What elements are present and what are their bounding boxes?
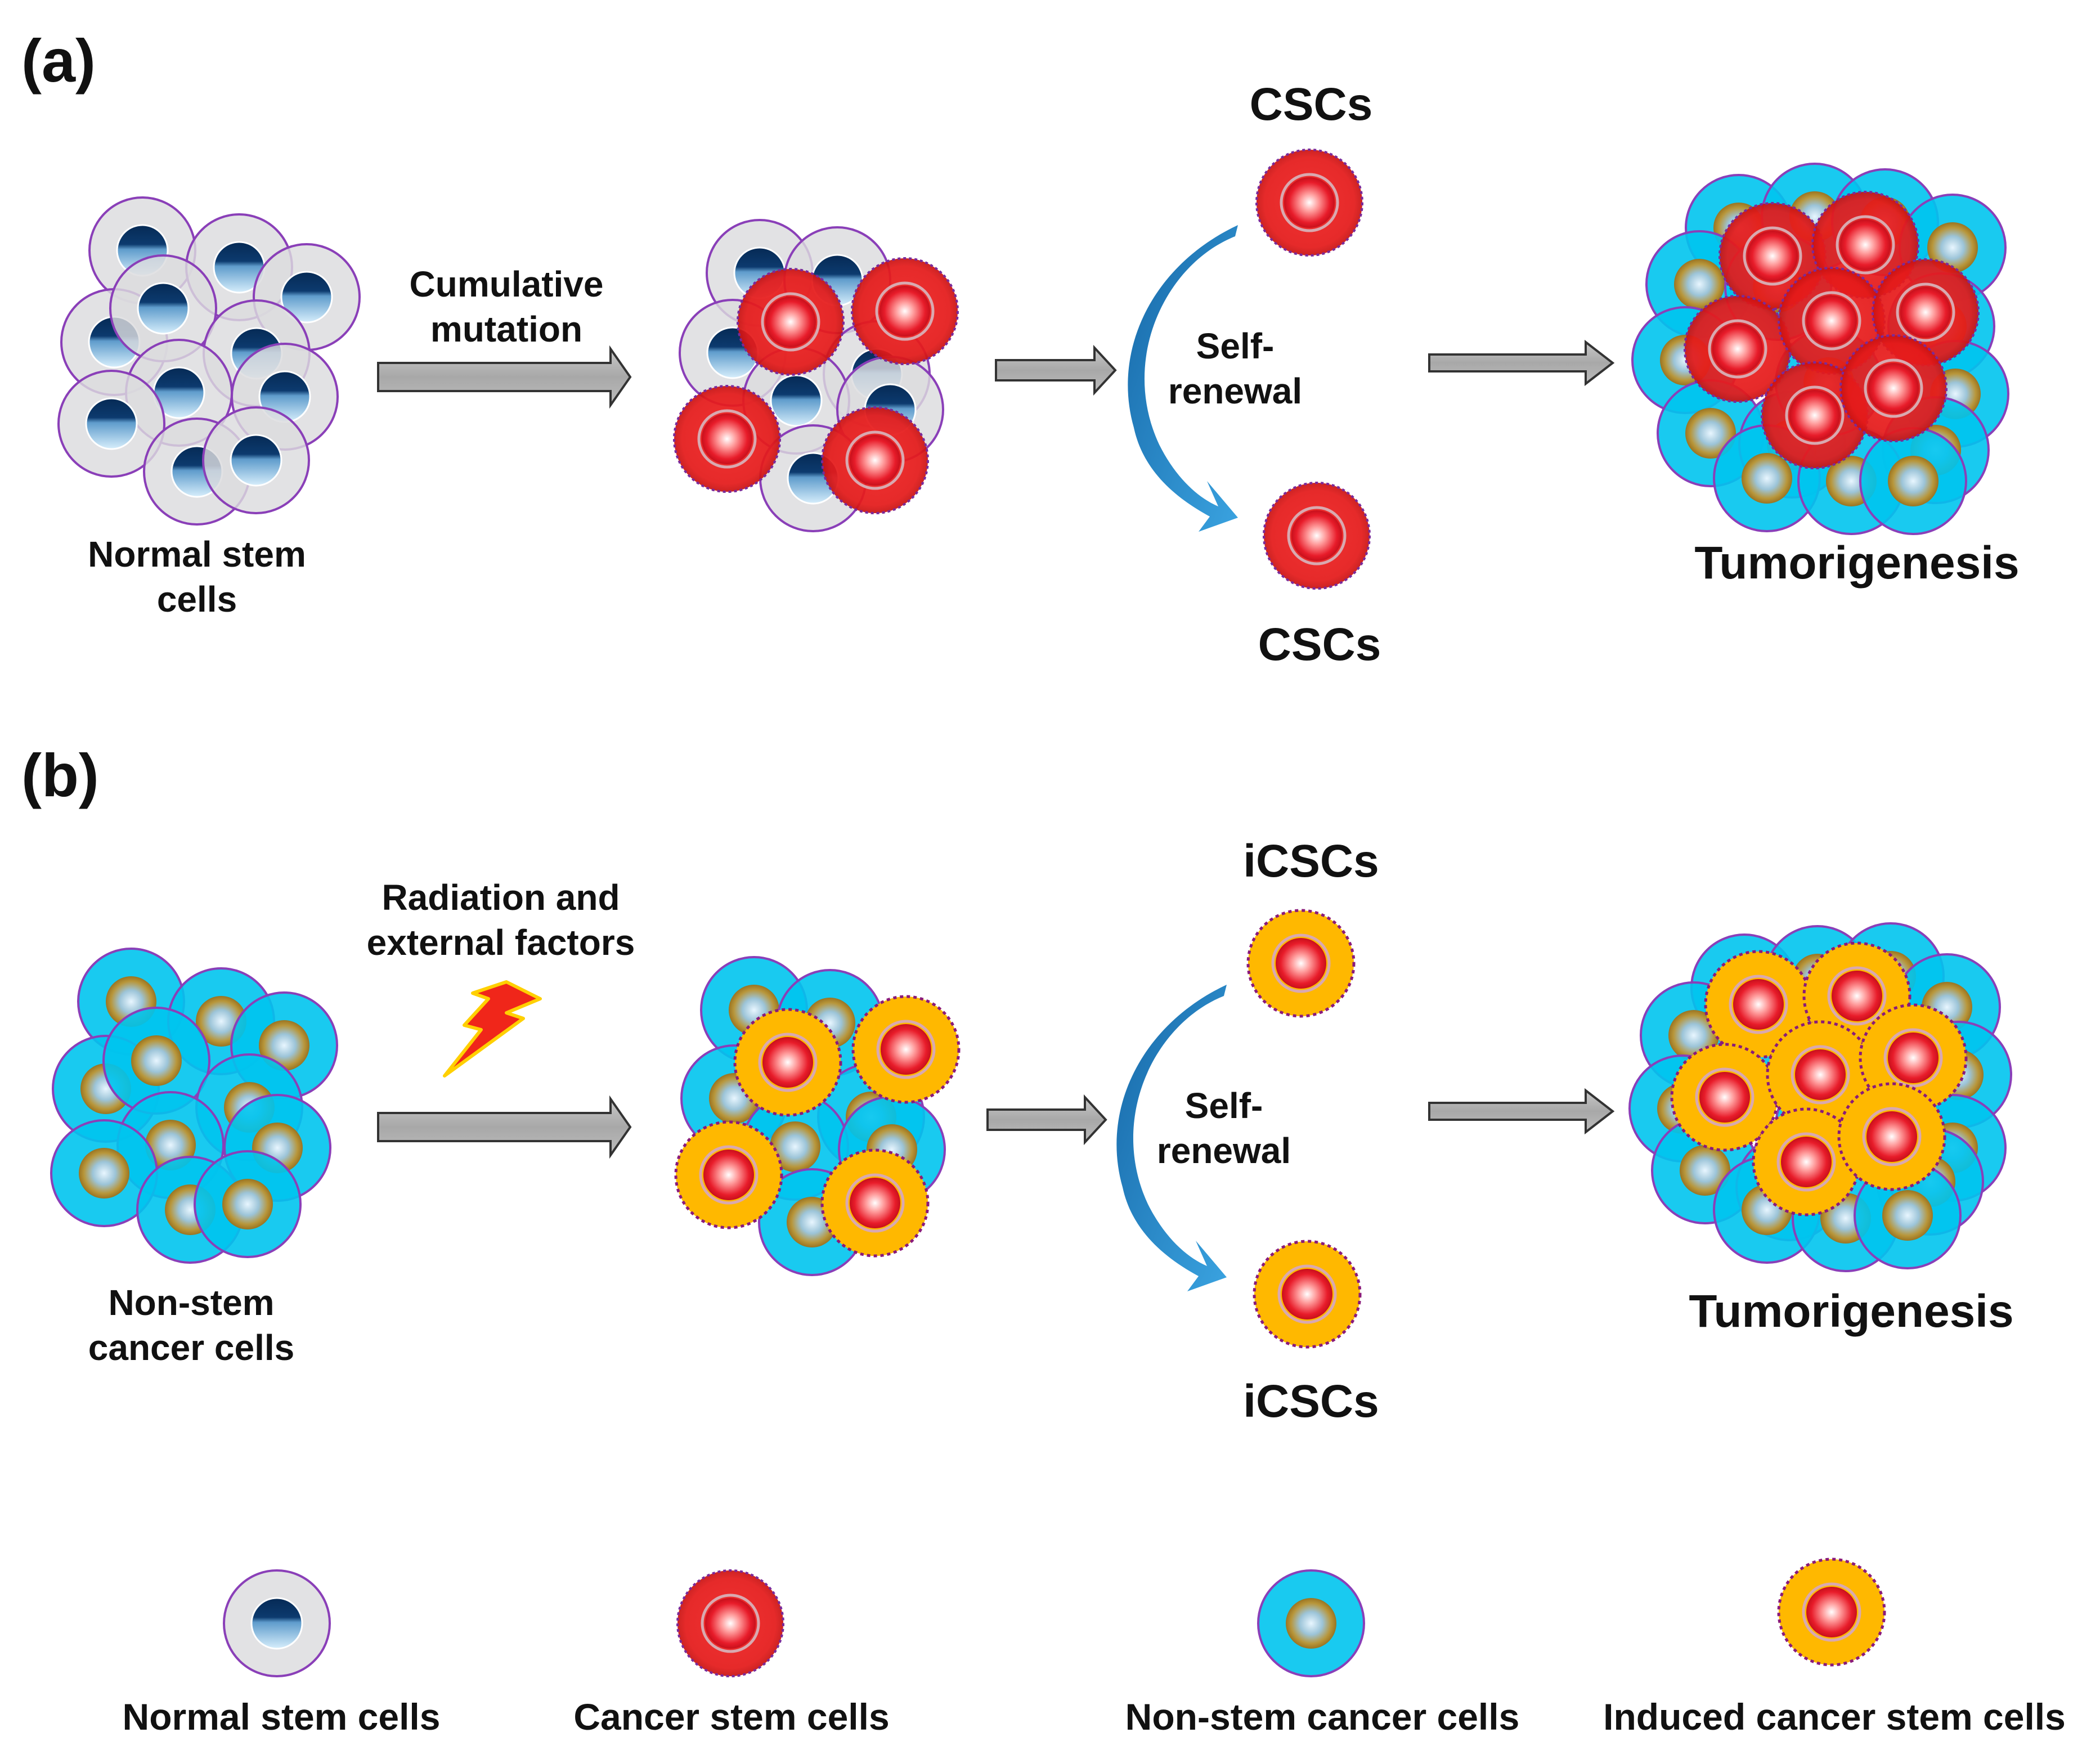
legend-label-non-stem-cancer-cells: Non-stem cancer cells [1125,1696,1520,1738]
panel-a-start-label: Normal stem cells [88,534,306,620]
panel-b-mixed-cluster [676,956,959,1276]
panel-a-arrow-1 [377,345,632,409]
panel-a-tumor-cluster [1631,163,2009,535]
panel-a-csc-top [1257,150,1362,255]
panel-b-bottom-cell-label: iCSCs [1243,1376,1379,1427]
panel-b-top-cell-label: iCSCs [1243,836,1379,887]
panel-a-csc-bottom [1264,483,1370,589]
panel-b-tumor-cluster [1628,922,2012,1272]
panel-a-arrow-label: Cumulative mutation [409,264,604,349]
panel-a-arrow-2 [995,344,1117,396]
panel-a-self-renewal-arrow [1128,225,1238,532]
panel-a-result-label: Tumorigenesis [1694,537,2020,589]
legend-label-normal-stem-cells: Normal stem cells [122,1696,441,1738]
panel-b-icsc-bottom [1254,1241,1360,1347]
legend-label-cancer-stem-cells: Cancer stem cells [573,1696,890,1738]
panel-b-tag: (b) [21,741,99,809]
panel-a-top-cell-label: CSCs [1249,79,1373,130]
non-stem-cancer-cell-icon [1257,1569,1365,1677]
normal-stem-cell-icon [223,1569,331,1677]
legend-label-induced-cancer-stem-cells: Induced cancer stem cells [1603,1696,2066,1738]
panel-b-start-label: Non-stem cancer cells [88,1282,295,1368]
cancer-stem-cell-icon [677,1570,783,1676]
panel-a-tag: (a) [21,26,96,95]
induced-cancer-stem-cell-icon [1779,1559,1884,1665]
panel-b-self-renewal-arrow [1116,985,1227,1291]
panel-b-arrow-1 [377,1095,632,1159]
panel-b-arrow-2 [986,1094,1107,1146]
panel-a-mixed-cluster [674,219,958,532]
panel-a-self-renewal-label: Self- renewal [1168,326,1303,411]
panel-b-arrow-label: Radiation and external factors [366,877,635,963]
panel-b-arrow-3 [1428,1088,1615,1135]
panel-b-non-stem-cluster [50,948,338,1264]
panel-a-arrow-3 [1428,339,1615,387]
panel-a-normal-cluster [57,196,361,526]
panel-b-icsc-top [1248,910,1354,1016]
panel-b-result-label: Tumorigenesis [1689,1286,2014,1337]
panel-b-lightning-bolt-icon [443,980,542,1078]
panel-a-bottom-cell-label: CSCs [1258,619,1381,670]
panel-b-self-renewal-label: Self- renewal [1156,1085,1291,1171]
